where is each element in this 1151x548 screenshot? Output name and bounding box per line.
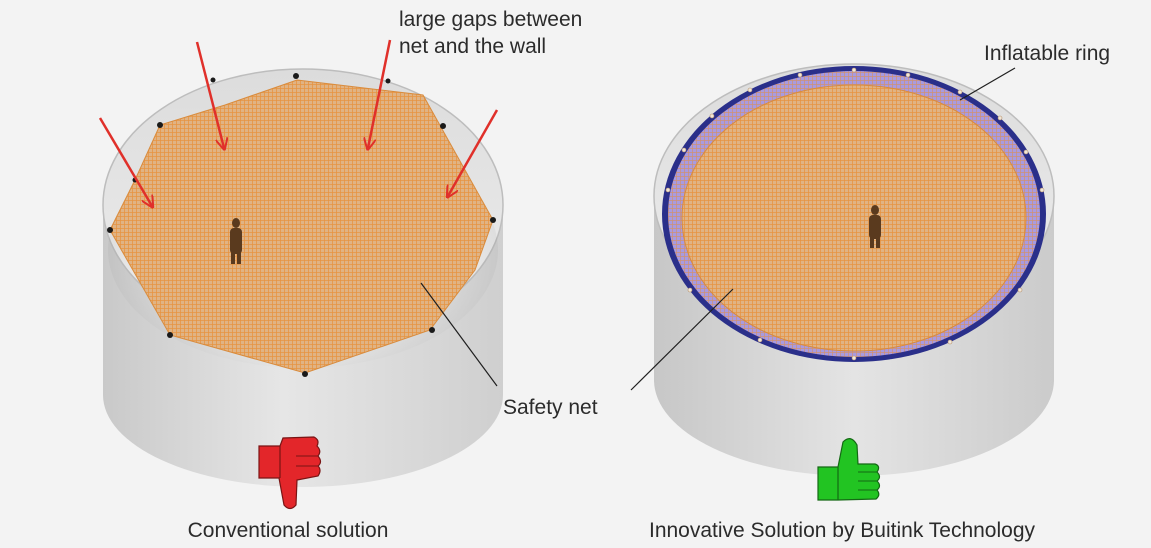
safety-net-round xyxy=(681,84,1027,352)
conventional-tank xyxy=(98,39,504,510)
safety-net-label: Safety net xyxy=(503,396,598,419)
gaps-label-line2: net and the wall xyxy=(399,35,546,58)
gap-arrows xyxy=(98,39,499,206)
gaps-label-line1: large gaps between xyxy=(399,8,582,31)
innovative-tank xyxy=(653,63,1055,501)
gap-arrow xyxy=(448,109,499,196)
person-figure xyxy=(230,218,242,264)
leader-line-safety-net-right xyxy=(630,288,734,391)
leader-line-inflatable-ring xyxy=(959,67,1016,101)
caption-innovative: Innovative Solution by Buitink Technolog… xyxy=(649,519,1036,542)
caption-conventional: Conventional solution xyxy=(188,519,389,542)
thumbs-up-icon xyxy=(817,438,881,501)
thumbs-down-icon xyxy=(258,436,322,510)
inflatable-ring-label: Inflatable ring xyxy=(984,42,1110,65)
ring-attachment-points xyxy=(665,67,1045,361)
gap-arrow xyxy=(368,39,392,148)
leader-lines xyxy=(420,67,1016,391)
gap-arrow xyxy=(195,41,224,148)
safety-net-octagonal xyxy=(109,79,494,374)
net-anchor-points xyxy=(107,73,496,377)
gap-arrow xyxy=(98,117,152,206)
person-figure xyxy=(869,205,881,248)
leader-line-safety-net-left xyxy=(420,282,498,387)
